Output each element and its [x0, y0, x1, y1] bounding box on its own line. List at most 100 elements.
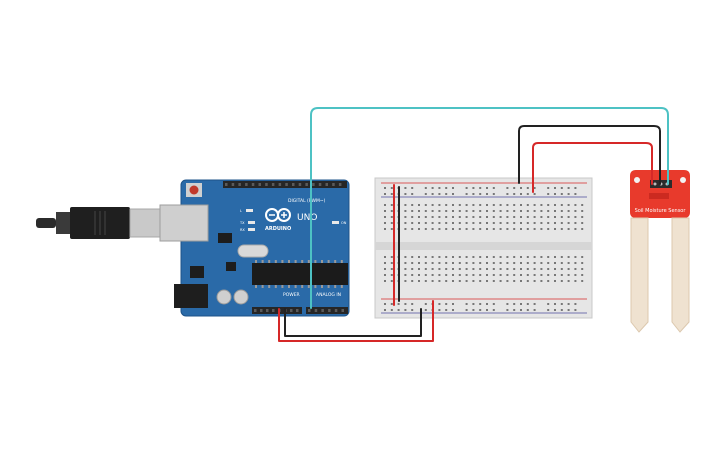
breadboard-hole — [499, 256, 502, 258]
breadboard-hole — [472, 210, 475, 212]
breadboard-hole — [424, 210, 427, 212]
breadboard-hole — [554, 280, 556, 282]
breadboard-rail-hole — [506, 309, 509, 311]
mcu-pin — [307, 260, 310, 263]
breadboard-hole — [581, 274, 584, 276]
breadboard[interactable] — [374, 177, 593, 319]
breadboard-hole — [492, 256, 495, 258]
breadboard-hole — [526, 274, 529, 276]
breadboard-hole — [390, 268, 393, 270]
breadboard-hole — [492, 280, 495, 282]
breadboard-hole — [418, 274, 420, 276]
breadboard-hole — [445, 262, 448, 264]
breadboard-hole — [411, 274, 414, 276]
breadboard-rail-hole — [526, 309, 529, 311]
breadboard-rail-hole — [465, 193, 468, 195]
breadboard-hole — [418, 210, 420, 212]
breadboard-rail-hole — [438, 303, 441, 305]
breadboard-rail-hole — [445, 303, 448, 305]
breadboard-rail-hole — [390, 309, 393, 311]
breadboard-hole — [581, 216, 584, 218]
breadboard-rail-hole — [486, 309, 488, 311]
breadboard-hole — [540, 210, 543, 212]
power-header — [252, 307, 302, 314]
sensor-mount-hole-left — [634, 177, 640, 183]
breadboard-hole — [445, 216, 448, 218]
breadboard-rail-hole — [452, 309, 454, 311]
breadboard-hole — [547, 216, 550, 218]
usb-cable-strain-relief — [36, 218, 56, 228]
breadboard-hole — [533, 204, 536, 206]
reset-button[interactable] — [189, 185, 199, 195]
led-l-label: L — [240, 209, 242, 213]
breadboard-hole — [574, 210, 577, 212]
breadboard-hole — [465, 222, 468, 224]
breadboard-hole — [540, 222, 543, 224]
breadboard-hole — [554, 204, 556, 206]
breadboard-hole — [458, 216, 461, 218]
mcu-pin — [314, 285, 317, 288]
breadboard-hole — [479, 262, 482, 264]
breadboard-hole — [574, 204, 577, 206]
breadboard-hole — [567, 280, 570, 282]
breadboard-hole — [526, 222, 529, 224]
mcu-pin — [268, 260, 271, 263]
breadboard-rail-hole — [472, 309, 475, 311]
breadboard-hole — [431, 256, 434, 258]
breadboard-hole — [479, 274, 482, 276]
breadboard-rail-hole — [513, 303, 516, 305]
mcu-pin — [301, 285, 304, 288]
wire-ground[interactable] — [284, 308, 422, 337]
wire-sensor-ground[interactable] — [518, 125, 661, 185]
breadboard-hole — [390, 280, 393, 282]
breadboard-hole — [452, 210, 454, 212]
breadboard-hole — [574, 280, 577, 282]
breadboard-hole — [499, 262, 502, 264]
soil-moisture-sensor[interactable]: Soil Moisture Sensor — [630, 170, 690, 333]
breadboard-hole — [506, 262, 509, 264]
breadboard-hole — [472, 204, 475, 206]
sensor-probe-left — [630, 217, 649, 333]
breadboard-hole — [547, 274, 550, 276]
breadboard-hole — [424, 204, 427, 206]
breadboard-hole — [581, 256, 584, 258]
breadboard-hole — [499, 210, 502, 212]
breadboard-hole — [472, 274, 475, 276]
breadboard-rail-hole — [479, 187, 482, 189]
breadboard-hole — [390, 256, 393, 258]
breadboard-hole — [445, 228, 448, 230]
usb-cable[interactable] — [36, 207, 161, 239]
led-on-label: ON — [341, 221, 347, 225]
breadboard-hole — [424, 228, 427, 230]
breadboard-rail-hole — [560, 303, 563, 305]
wire-signal[interactable] — [310, 107, 669, 309]
breadboard-hole — [472, 256, 475, 258]
wire-sensor-power[interactable] — [532, 142, 653, 193]
voltage-regulator — [190, 266, 204, 278]
breadboard-hole — [513, 262, 516, 264]
breadboard-hole — [486, 256, 488, 258]
breadboard-rail-hole — [390, 303, 393, 305]
mcu-pin — [334, 285, 337, 288]
led-tx-label: TX — [239, 221, 245, 225]
breadboard-hole — [452, 204, 454, 206]
breadboard-hole — [499, 280, 502, 282]
breadboard-hole — [452, 280, 454, 282]
breadboard-hole — [506, 228, 509, 230]
mcu-pin — [281, 285, 284, 288]
breadboard-rail-hole — [560, 187, 563, 189]
breadboard-rail-hole — [404, 309, 407, 311]
analog-header — [306, 307, 348, 314]
breadboard-rail-hole — [465, 309, 468, 311]
breadboard-hole — [472, 222, 475, 224]
mcu-pin — [288, 260, 290, 263]
breadboard-hole — [404, 280, 407, 282]
wire-power[interactable] — [278, 300, 434, 342]
breadboard-rail-hole — [424, 187, 427, 189]
arduino-uno-board[interactable]: DIGITAL (PWM~) ARDUINO UNO L TX RX ON — [159, 179, 350, 317]
breadboard-hole — [418, 262, 420, 264]
breadboard-hole — [560, 222, 563, 224]
breadboard-hole — [554, 216, 556, 218]
breadboard-hole — [506, 274, 509, 276]
